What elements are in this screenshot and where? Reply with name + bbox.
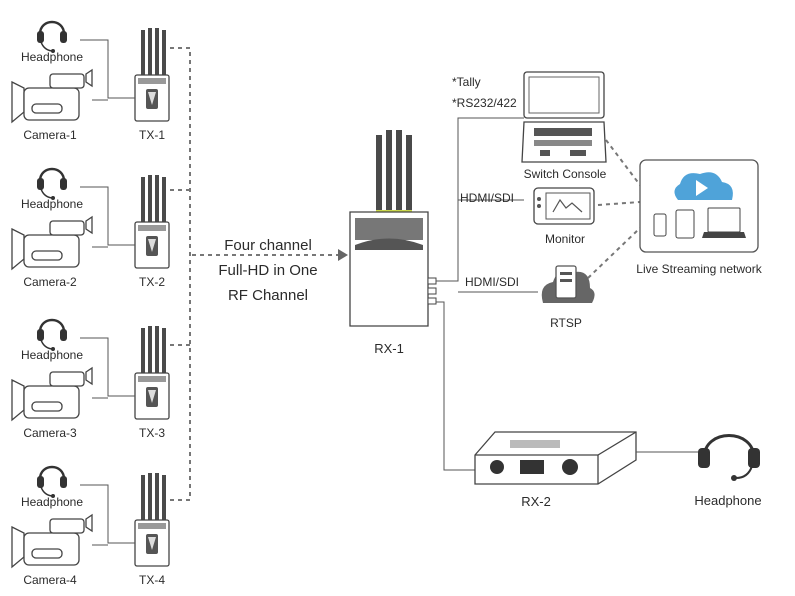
- rf-channel-caption: Four channel Full-HD in One RF Channel: [218, 237, 317, 304]
- rx2-headphone: Headphone: [694, 434, 762, 508]
- hdmi-sdi-monitor-label: HDMI/SDI: [460, 191, 514, 205]
- rx2-headphone-label: Headphone: [694, 493, 761, 508]
- monitor-device: Monitor: [533, 187, 595, 246]
- camera-icon: [11, 69, 93, 123]
- headphone-icon: [35, 167, 69, 202]
- camera-label: Camera-1: [23, 128, 77, 142]
- transmitter-icon: [134, 472, 170, 567]
- monitor-label: Monitor: [545, 232, 585, 246]
- transmitter-icon: [134, 27, 170, 122]
- camera-icon: [11, 216, 93, 270]
- camera-label: Camera-3: [23, 426, 77, 440]
- switch-console: Switch Console: [521, 71, 607, 181]
- rf-caption-line3: RF Channel: [228, 287, 308, 304]
- headphone-icon: [35, 465, 69, 500]
- headphone-icon: [35, 20, 69, 55]
- rf-caption-line1: Four channel: [224, 237, 312, 254]
- rx1-label: RX-1: [374, 341, 404, 356]
- headphone-label: Headphone: [21, 348, 83, 362]
- tx-row-1: Headphone Camera-1 TX-1: [11, 20, 170, 142]
- rtsp-cloud: RTSP: [541, 265, 595, 330]
- rx2-receiver: RX-2: [474, 431, 637, 509]
- headphone-icon: [35, 318, 69, 353]
- transmitter-icon: [134, 325, 170, 420]
- tx-label: TX-1: [139, 128, 165, 142]
- camera-label: Camera-4: [23, 573, 77, 587]
- camera-icon: [11, 367, 93, 421]
- tx-row-4: Headphone Camera-4 TX-4: [11, 465, 170, 587]
- headphone-label: Headphone: [21, 197, 83, 211]
- rx2-label: RX-2: [521, 494, 551, 509]
- transmitter-icon: [134, 174, 170, 269]
- live-streaming-label: Live Streaming network: [636, 262, 762, 276]
- camera-label: Camera-2: [23, 275, 77, 289]
- camera-icon: [11, 514, 93, 568]
- rx1-receiver: RX-1: [349, 130, 437, 356]
- rf-caption-line2: Full-HD in One: [218, 262, 317, 279]
- rf-dashed-links: [170, 47, 348, 501]
- live-streaming-network: Live Streaming network: [636, 159, 763, 276]
- rtsp-label: RTSP: [550, 316, 582, 330]
- switch-console-label: Switch Console: [524, 167, 607, 181]
- tx-row-2: Headphone Camera-2 TX-2: [11, 167, 170, 289]
- streaming-dashed-links: [587, 139, 641, 279]
- tx-row-3: Headphone Camera-3 TX-3: [11, 318, 170, 440]
- hdmi-sdi-rtsp-label: HDMI/SDI: [465, 275, 519, 289]
- tx-label: TX-3: [139, 426, 165, 440]
- tx-label: TX-4: [139, 573, 165, 587]
- rx1-output-wires: [436, 117, 538, 471]
- headphone-label: Headphone: [21, 50, 83, 64]
- tally-label: *Tally: [452, 75, 481, 89]
- tx-label: TX-2: [139, 275, 165, 289]
- rs232-label: *RS232/422: [452, 96, 517, 110]
- headphone-label: Headphone: [21, 495, 83, 509]
